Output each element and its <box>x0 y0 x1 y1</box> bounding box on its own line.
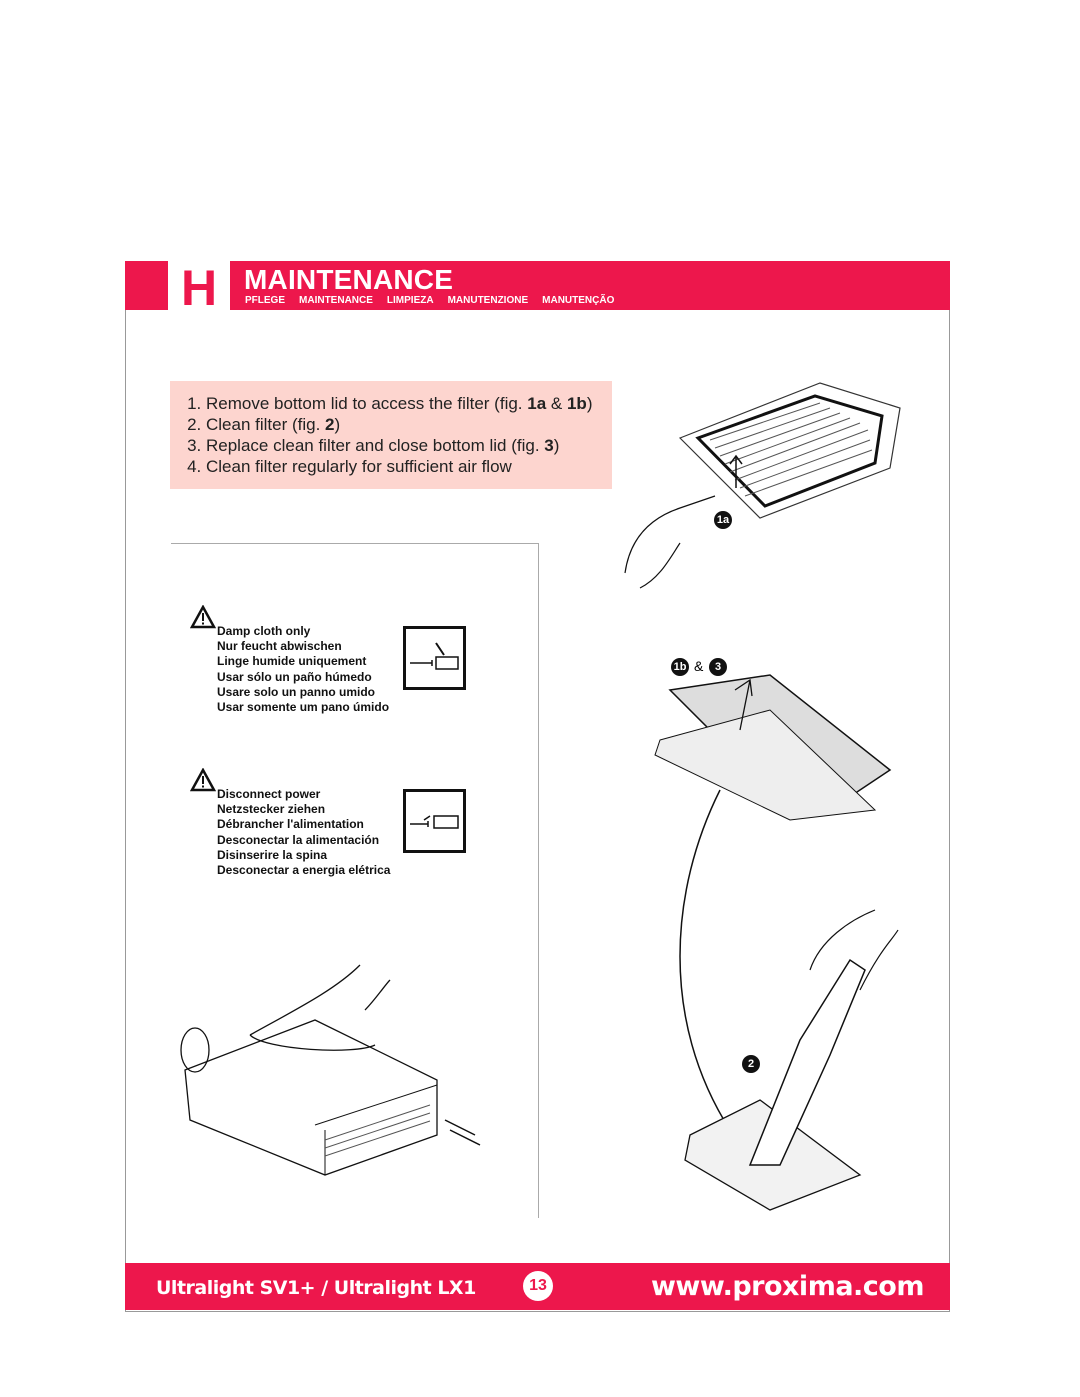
figure-2-3-illustration <box>654 674 899 1211</box>
warning-triangle-icon <box>190 768 216 792</box>
warning-triangle-icon <box>190 605 216 629</box>
unplug-icon <box>403 789 466 853</box>
subtitle: LIMPIEZA <box>386 295 434 306</box>
instruction-step: Clean filter regularly for sufficient ai… <box>206 456 612 477</box>
divider <box>171 543 539 544</box>
subtitle: MANUTENZIONE <box>447 295 529 306</box>
unplug-cloth-icon <box>403 626 466 690</box>
projector-cleaning-illustration <box>180 964 481 1176</box>
subtitle: PFLEGE <box>245 295 286 306</box>
subtitle: MAINTENANCE <box>299 295 373 306</box>
subtitle: MANUTENÇÃO <box>542 295 615 306</box>
page-number: 13 <box>523 1271 553 1301</box>
divider <box>538 543 539 1218</box>
figure-label-amp: & <box>694 658 704 674</box>
footer-bar: Ultralight SV1+ / Ultralight LX1 13 www.… <box>125 1263 950 1310</box>
instruction-step: Remove bottom lid to access the filter (… <box>206 393 612 414</box>
section-letter: H <box>168 261 230 315</box>
product-model: Ultralight SV1+ / Ultralight LX1 <box>156 1277 476 1299</box>
title-translations: PFLEGE MAINTENANCE LIMPIEZA MANUTENZIONE… <box>245 295 614 306</box>
figure-label-1a: 1a <box>714 511 732 529</box>
instructions-box: Remove bottom lid to access the filter (… <box>170 381 612 489</box>
figure-label-3: 3 <box>709 658 727 676</box>
page-title: MAINTENANCE <box>244 264 454 295</box>
header-bar <box>125 261 950 310</box>
figure-label-2: 2 <box>742 1055 760 1073</box>
figure-1a-illustration <box>624 382 901 589</box>
instruction-step: Replace clean filter and close bottom li… <box>206 435 612 456</box>
website-link[interactable]: www.proxima.com <box>650 1271 925 1302</box>
instruction-step: Clean filter (fig. 2) <box>206 414 612 435</box>
figure-label-1b: 1b <box>671 658 689 676</box>
